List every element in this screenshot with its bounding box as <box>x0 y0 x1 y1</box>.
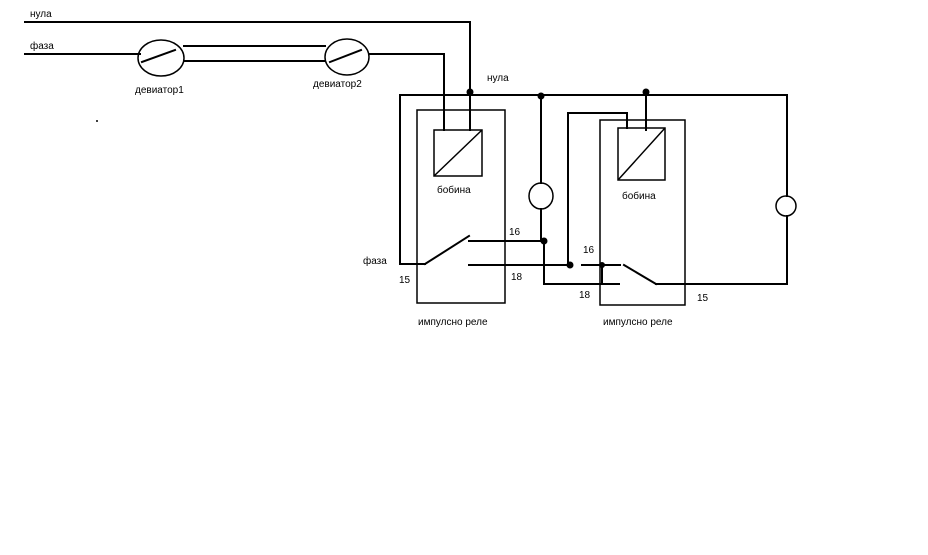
label-phase-relay: фаза <box>363 255 387 267</box>
two-way-switch-2 <box>324 38 370 76</box>
label-r2-terminal-16: 16 <box>583 245 595 256</box>
neutral-bus <box>399 94 788 285</box>
impulse-relay-1 <box>416 109 571 304</box>
label-coil-2: бобина <box>622 190 656 202</box>
traveler-wires <box>183 45 326 62</box>
label-relay-2: импулсно реле <box>603 317 673 328</box>
junction-dots <box>466 88 650 269</box>
label-switch-2: девиатор2 <box>313 79 362 90</box>
label-coil-1: бобина <box>437 184 471 196</box>
label-r1-terminal-15: 15 <box>399 275 411 286</box>
label-r2-terminal-15: 15 <box>697 293 709 304</box>
label-switch-1: девиатор1 <box>135 85 184 96</box>
two-way-switch-1 <box>137 39 185 77</box>
lamp-1 <box>528 182 620 285</box>
label-relay-1: импулсно реле <box>418 317 488 328</box>
label-r1-terminal-16: 16 <box>509 227 521 238</box>
label-neutral-top: нула <box>30 9 52 20</box>
label-r1-terminal-18: 18 <box>511 272 523 283</box>
label-phase-top: фаза <box>30 40 54 52</box>
neutral-supply-line <box>24 21 471 131</box>
switch-output-wire <box>368 53 445 131</box>
stray-dot <box>96 120 98 122</box>
lamp-2 <box>775 195 797 217</box>
label-r2-terminal-18: 18 <box>579 290 591 301</box>
impulse-relay-2 <box>567 112 686 306</box>
label-neutral-right: нула <box>487 73 509 84</box>
